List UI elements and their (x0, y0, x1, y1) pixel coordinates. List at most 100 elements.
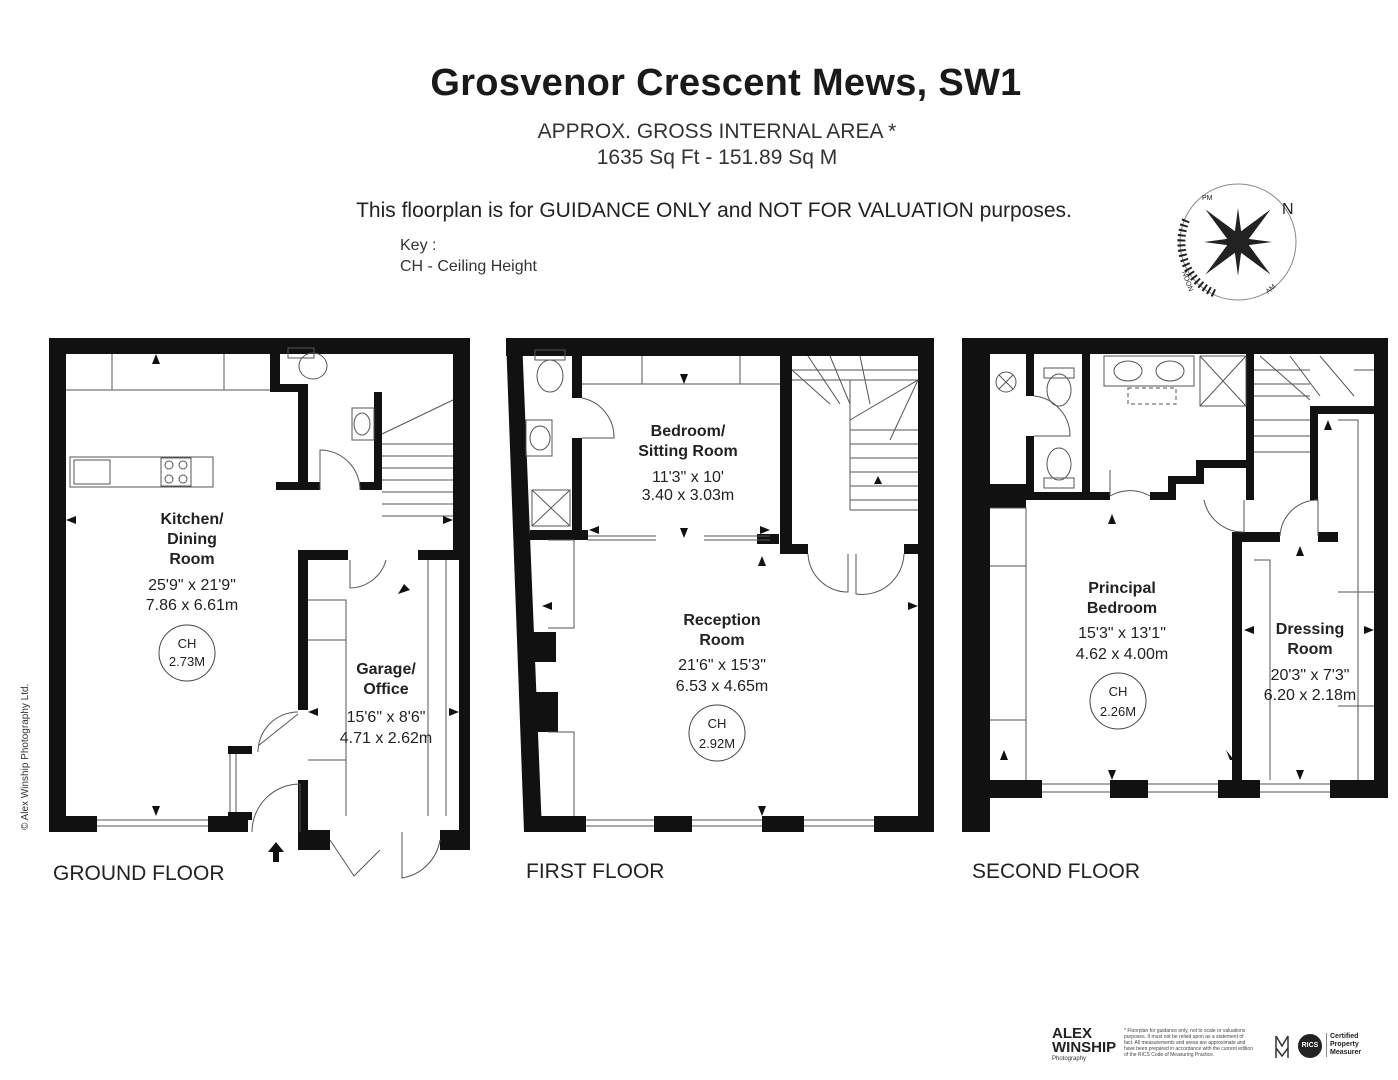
copyright-text: © Alex Winship Photography Ltd. (20, 683, 31, 830)
basin-icon (1103, 355, 1195, 405)
ceiling-height-label: CH (1109, 684, 1128, 699)
stairs (791, 355, 919, 511)
floor-label: GROUND FLOOR (53, 862, 225, 885)
wall (1026, 436, 1034, 498)
wall (360, 482, 382, 490)
wall (1196, 460, 1246, 468)
extractor-icon-cross (998, 374, 1014, 390)
door-arc (1109, 470, 1151, 497)
wall (459, 550, 470, 850)
shower-icon (1199, 355, 1247, 407)
toilet-icon (1043, 367, 1075, 407)
wall (904, 544, 934, 554)
wall (228, 746, 252, 754)
disclaimer: This floorplan is for GUIDANCE ONLY and … (356, 199, 1072, 222)
wall (1026, 354, 1034, 396)
wall (506, 338, 934, 356)
wall (1168, 476, 1202, 484)
toilet-icon (287, 347, 328, 380)
wall (49, 338, 66, 832)
ceiling-height-value: 2.92M (699, 736, 735, 751)
basin-icon (351, 407, 375, 441)
wall (276, 482, 308, 490)
stairs-arrow-icon (874, 476, 882, 484)
area-value: 1635 Sq Ft - 151.89 Sq M (596, 146, 838, 169)
measure-logo-icon (1274, 1032, 1290, 1060)
brand-logo: ALEX WINSHIP (1052, 1025, 1117, 1056)
area-label: APPROX. GROSS INTERNAL AREA * (537, 120, 897, 143)
shower-icon (531, 489, 571, 527)
door-arc (257, 711, 299, 753)
wall (418, 550, 470, 560)
wall (49, 338, 469, 354)
ceiling-height-value: 2.73M (169, 654, 205, 669)
door-arc (1203, 499, 1245, 533)
wall (874, 816, 934, 832)
certified-label: Certified Property Measurer (1326, 1033, 1382, 1057)
room-name: Room (699, 632, 744, 649)
wall (1150, 492, 1176, 500)
wall (298, 550, 348, 560)
key-title: Key : (400, 237, 437, 254)
dimension-ticks (1000, 420, 1374, 780)
room-dimensions-imperial: 25'9" x 21'9" (148, 577, 236, 594)
room-name: Bedroom (1087, 600, 1157, 617)
bidet-icon (1043, 447, 1075, 489)
kitchen-island (69, 456, 214, 488)
wall (1196, 460, 1204, 484)
brand-logo-sub: Photography (1052, 1056, 1087, 1062)
kitchen-counter (66, 354, 270, 391)
wall (1330, 780, 1388, 798)
wall (374, 392, 382, 488)
sliding-door (588, 535, 770, 541)
ceiling-height-badge (688, 704, 746, 762)
room-dimensions-imperial: 15'6" x 8'6" (347, 709, 426, 726)
brand-logo-line2: WINSHIP (1052, 1039, 1117, 1056)
dimension-ticks (542, 374, 918, 816)
window (97, 819, 208, 827)
ceiling-height-badge (1089, 672, 1147, 730)
ceiling-height-badge (158, 624, 216, 682)
wall (453, 338, 470, 550)
room-name: Office (363, 681, 408, 698)
room-dimensions-imperial: 20'3" x 7'3" (1271, 667, 1350, 684)
wall (534, 692, 558, 732)
ceiling-height-label: CH (178, 636, 197, 651)
rics-badge: RICS (1298, 1034, 1322, 1058)
wall (780, 356, 792, 552)
wall (530, 530, 588, 540)
wall (762, 816, 804, 832)
wall (1232, 532, 1242, 798)
room-name: Dining (167, 531, 217, 548)
compass-am: AM (1265, 283, 1278, 295)
room-dimensions-metric: 6.20 x 2.18m (1264, 687, 1357, 704)
room-dimensions-metric: 4.71 x 2.62m (340, 730, 433, 747)
room-name: Room (1287, 641, 1332, 658)
brand-logo-line1: ALEX (1052, 1025, 1093, 1042)
wall (228, 812, 252, 820)
wall (532, 632, 556, 662)
garage-door (329, 839, 381, 877)
wall (1168, 476, 1176, 500)
page-title: Grosvenor Crescent Mews, SW1 (430, 62, 1022, 104)
room-name: Dressing (1276, 621, 1344, 638)
wall (962, 338, 990, 832)
room-name: Sitting Room (638, 443, 738, 460)
room-dimensions-imperial: 21'6" x 15'3" (678, 657, 766, 674)
window (1042, 783, 1330, 793)
wall (1318, 532, 1338, 542)
wardrobe (990, 419, 1374, 780)
wall (990, 780, 1042, 798)
wall (440, 830, 470, 850)
wall (298, 392, 308, 490)
ceiling-height-value: 2.26M (1100, 704, 1136, 719)
room-dimensions-imperial: 11'3" x 10' (652, 469, 724, 486)
door-arc (1033, 395, 1071, 437)
stairs (1254, 355, 1374, 453)
ground-floor-plan: Kitchen/ Dining Room 25'9" x 21'9" 7.86 … (49, 338, 470, 885)
wall (654, 816, 692, 832)
ceiling-height-label: CH (708, 716, 727, 731)
floor-label: SECOND FLOOR (972, 860, 1140, 883)
wall (757, 534, 779, 544)
wall (1110, 780, 1148, 798)
